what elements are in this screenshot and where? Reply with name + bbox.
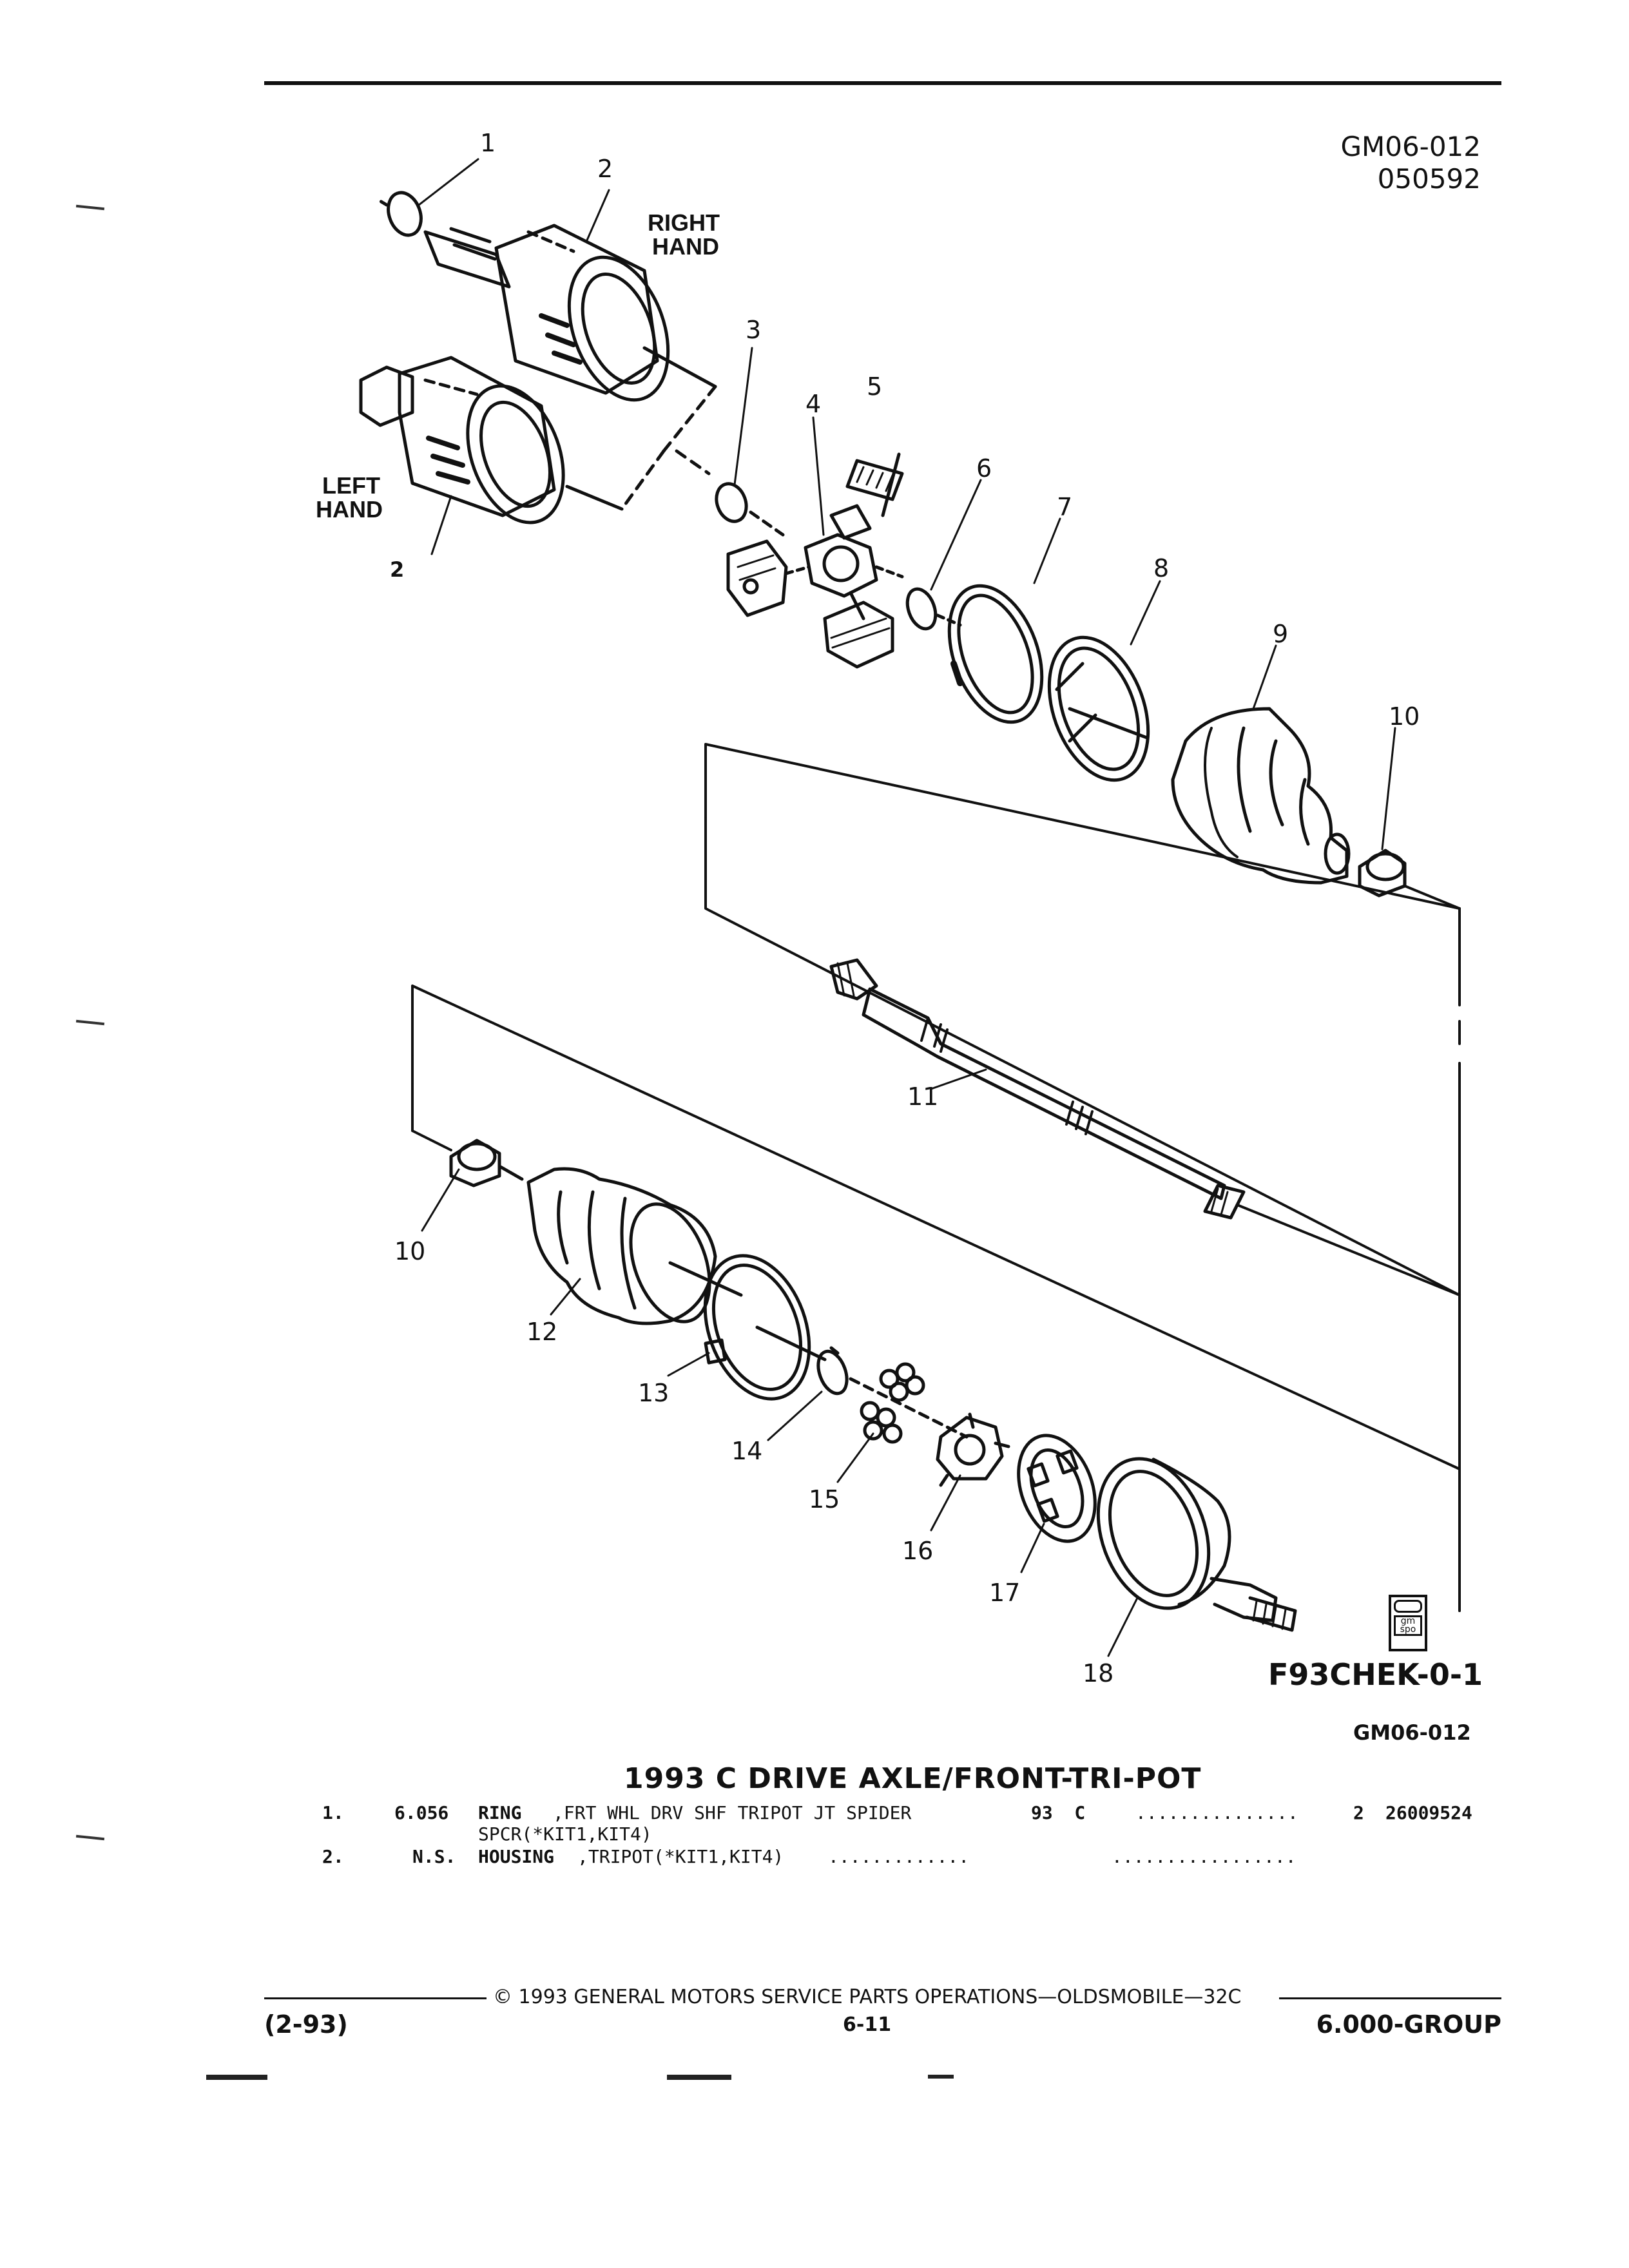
callout-9: 9 bbox=[1273, 620, 1289, 648]
callout-16: 16 bbox=[902, 1537, 934, 1565]
callout-4: 4 bbox=[805, 390, 822, 418]
part-row-1-num: 1. bbox=[322, 1802, 344, 1823]
callout-2-right: 2 bbox=[597, 155, 613, 183]
part-10-clamp-lower bbox=[449, 1139, 524, 1187]
footer-page-number: 6-11 bbox=[843, 2013, 892, 2036]
right-hand-label-line1: RIGHT bbox=[648, 209, 720, 236]
part-9-boot bbox=[1171, 707, 1351, 885]
callout-6: 6 bbox=[976, 454, 992, 483]
callout-13: 13 bbox=[638, 1379, 670, 1407]
part-row-1-model: 93 C bbox=[1031, 1802, 1086, 1823]
part-row-2-dots2: ................. bbox=[1112, 1846, 1296, 1867]
footer-revision: (2-93) bbox=[264, 2010, 348, 2039]
figure-code: GM06-012 bbox=[1353, 1720, 1471, 1745]
badge-text-spo: spo bbox=[1400, 1624, 1416, 1635]
callout-10-lower: 10 bbox=[394, 1237, 426, 1265]
part-3-ring bbox=[715, 482, 748, 523]
part-row-1-code: 6.056 bbox=[394, 1802, 449, 1823]
part-15-balls bbox=[860, 1362, 925, 1444]
callout-2-left: 2 bbox=[390, 557, 405, 582]
callout-17: 17 bbox=[989, 1579, 1021, 1607]
part-13-clamp bbox=[703, 1254, 827, 1401]
callout-15: 15 bbox=[809, 1485, 840, 1514]
gm-spo-badge: gm spo bbox=[1389, 1595, 1427, 1651]
callout-14: 14 bbox=[731, 1437, 763, 1465]
scan-artifact bbox=[928, 2075, 954, 2079]
part-11-shaft bbox=[829, 958, 1246, 1220]
callout-8: 8 bbox=[1153, 554, 1170, 582]
footer-copyright: © 1993 GENERAL MOTORS SERVICE PARTS OPER… bbox=[493, 1986, 1242, 2008]
callout-11: 11 bbox=[907, 1082, 939, 1111]
part-2-housing-right bbox=[423, 224, 670, 402]
scan-artifact bbox=[667, 2075, 731, 2080]
callout-3: 3 bbox=[746, 316, 762, 344]
part-1-ring bbox=[387, 191, 423, 237]
right-hand-label-line2: HAND bbox=[652, 233, 719, 260]
footer-rule-left bbox=[264, 1997, 487, 1999]
part-row-2-code: N.S. bbox=[412, 1846, 456, 1867]
callout-12: 12 bbox=[526, 1318, 558, 1346]
footer-rule-right bbox=[1279, 1997, 1501, 1999]
callout-7: 7 bbox=[1057, 493, 1073, 521]
part-row-1-desc: ,FRT WHL DRV SHF TRIPOT JT SPIDER bbox=[553, 1802, 912, 1823]
part-row-2-num: 2. bbox=[322, 1846, 344, 1867]
part-row-1-qty: 2 bbox=[1353, 1802, 1364, 1823]
callout-1: 1 bbox=[480, 129, 496, 157]
part-17-cage bbox=[1017, 1434, 1097, 1543]
badge-oval-icon bbox=[1394, 1600, 1422, 1613]
part-7-clamp bbox=[947, 584, 1044, 724]
left-hand-label-line1: LEFT bbox=[322, 472, 380, 499]
part-row-1-part-number: 26009524 bbox=[1385, 1802, 1472, 1823]
part-row-2-desc: ,TRIPOT(*KIT1,KIT4) bbox=[577, 1846, 784, 1867]
footer-group: 6.000-GROUP bbox=[1316, 2010, 1501, 2039]
header-rule bbox=[264, 81, 1501, 85]
part-row-1-name: RING bbox=[478, 1802, 522, 1823]
left-hand-label-line2: HAND bbox=[316, 496, 383, 523]
callout-5: 5 bbox=[867, 372, 883, 401]
part-2-housing-left bbox=[359, 356, 565, 524]
part-12-boot bbox=[526, 1167, 743, 1325]
doc-code: GM06-012 bbox=[1340, 131, 1481, 162]
part-8-seal-retainer bbox=[1047, 635, 1150, 782]
parts-list-title: 1993 C DRIVE AXLE/FRONT-TRI-POT bbox=[624, 1762, 1202, 1795]
part-18-outer-race bbox=[1096, 1457, 1297, 1632]
part-row-2-dots1: ............. bbox=[828, 1846, 970, 1867]
part-row-1-desc2: SPCR(*KIT1,KIT4) bbox=[478, 1823, 652, 1845]
part-row-2-name: HOUSING bbox=[478, 1846, 555, 1867]
figure-id: F93CHEK-0-1 bbox=[1268, 1657, 1483, 1692]
badge-text-gm: gm bbox=[1400, 1616, 1416, 1626]
scan-artifact bbox=[206, 2075, 267, 2080]
date-code: 050592 bbox=[1377, 163, 1481, 195]
callout-10-upper: 10 bbox=[1389, 702, 1420, 731]
callout-18: 18 bbox=[1083, 1659, 1114, 1687]
part-row-1-dots: ............... bbox=[1135, 1802, 1298, 1823]
part-6-ring bbox=[905, 587, 938, 631]
part-5-needle-bearing bbox=[845, 452, 904, 517]
part-14-ring bbox=[816, 1346, 969, 1439]
part-16-inner-race bbox=[936, 1412, 1010, 1487]
part-4-spider bbox=[726, 504, 904, 669]
